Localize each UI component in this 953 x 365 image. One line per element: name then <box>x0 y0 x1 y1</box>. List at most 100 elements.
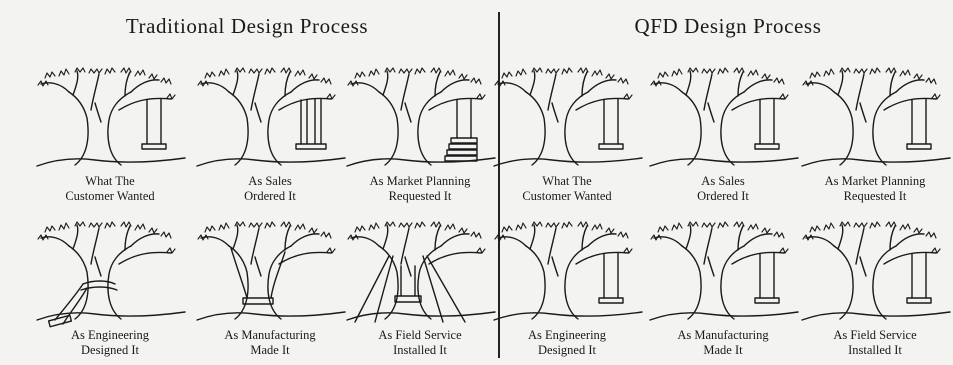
branch-right-up <box>889 71 896 97</box>
ground-line <box>36 311 186 321</box>
tree-swing-illustration <box>36 67 186 167</box>
swing-seat <box>450 137 478 144</box>
branch-left <box>497 236 527 247</box>
tree-trunk-left <box>378 91 399 166</box>
branch-left-up <box>529 70 536 96</box>
swing-seat <box>444 155 478 162</box>
tree-swing-illustration <box>649 67 799 167</box>
ground-line <box>196 311 346 321</box>
swing-rope <box>54 283 84 321</box>
ground-line <box>801 157 951 167</box>
swing-branch <box>428 97 482 111</box>
branch-center <box>250 227 260 265</box>
tree-trunk-right <box>267 91 292 166</box>
swing-branch <box>118 251 172 265</box>
tree-foliage <box>197 221 336 254</box>
tree-trunk-left <box>378 245 399 320</box>
tree-foliage <box>494 67 633 100</box>
branch-right <box>587 79 617 93</box>
traditional-panel-4: As Engineering Designed It <box>35 221 186 358</box>
branch-center <box>400 73 410 111</box>
tree-foliage <box>650 67 789 100</box>
swing-seat <box>295 143 327 150</box>
swing-branch <box>731 97 785 111</box>
traditional-panel-5: As Manufacturing Made It <box>195 221 346 358</box>
branch-right <box>587 233 617 247</box>
swing-seat <box>47 314 73 328</box>
swing-rope <box>230 247 248 299</box>
branch-right-up <box>434 225 441 251</box>
swing-branch <box>428 251 482 265</box>
traditional-panel-1: What The Customer Wanted <box>35 67 186 204</box>
ground-line <box>493 311 643 321</box>
branch-right-up <box>434 71 441 97</box>
branch-center <box>250 73 260 111</box>
tree-trunk-left <box>681 91 702 166</box>
branch-center <box>703 227 713 265</box>
branch-right <box>290 233 320 247</box>
qfd-panel-6: As Field Service Installed It <box>800 221 951 358</box>
swing-seat <box>446 149 478 156</box>
panel-caption-line1: As Sales <box>701 174 745 188</box>
swing-prop <box>426 255 466 323</box>
tree-bark-mark <box>404 102 412 123</box>
branch-right <box>743 233 773 247</box>
panel-caption-line1: As Manufacturing <box>677 328 769 342</box>
branch-left <box>200 236 230 247</box>
branch-left-up <box>382 224 389 250</box>
swing-branch <box>278 251 332 265</box>
tree-trunk-right <box>872 91 897 166</box>
ground-line <box>649 311 799 321</box>
swing-branch <box>575 251 629 265</box>
tree-swing-illustration <box>196 67 346 167</box>
panel-caption-line2: Installed It <box>848 343 902 357</box>
swing-seat <box>141 143 167 150</box>
swing-seat <box>754 143 780 150</box>
branch-left <box>350 236 380 247</box>
swing-seat <box>754 297 780 304</box>
ground-line <box>36 157 186 167</box>
tree-swing-illustration <box>801 221 951 321</box>
branch-left <box>805 236 835 247</box>
branch-right <box>743 79 773 93</box>
panel-caption-line2: Designed It <box>81 343 139 357</box>
branch-center <box>703 73 713 111</box>
panel-caption-line1: As Market Planning <box>824 174 926 188</box>
tree-foliage <box>347 67 486 100</box>
panel-caption-line2: Requested It <box>388 189 452 203</box>
branch-right <box>290 79 320 93</box>
swing-rope <box>62 287 88 325</box>
tree-swing-illustration <box>493 221 643 321</box>
branch-center <box>547 227 557 265</box>
branch-left <box>350 82 380 93</box>
panel-caption-line2: Customer Wanted <box>522 189 612 203</box>
panel-caption-line2: Made It <box>250 343 290 357</box>
panel-caption-line1: As Sales <box>248 174 292 188</box>
tree-swing-illustration <box>649 221 799 321</box>
swing-branch <box>883 97 937 111</box>
tree-trunk-right <box>720 245 745 320</box>
rope-wrap <box>80 286 118 291</box>
swing-prop <box>374 255 394 323</box>
branch-left-up <box>685 70 692 96</box>
tree-trunk-right <box>720 91 745 166</box>
tree-trunk-left <box>525 91 546 166</box>
tree-trunk-left <box>228 245 249 320</box>
branch-right-up <box>124 225 131 251</box>
tree-foliage <box>802 221 941 254</box>
swing-prop <box>422 255 444 323</box>
branch-right-up <box>124 71 131 97</box>
branch-left <box>40 82 70 93</box>
panel-caption-line1: As Manufacturing <box>224 328 316 342</box>
panel-caption-line2: Installed It <box>393 343 447 357</box>
swing-seat <box>906 297 932 304</box>
tree-foliage <box>494 221 633 254</box>
tree-bark-mark <box>859 256 867 277</box>
tree-swing-illustration <box>801 67 951 167</box>
swing-prop <box>354 255 390 323</box>
swing-seat <box>394 295 422 303</box>
branch-left-up <box>685 224 692 250</box>
branch-right <box>895 79 925 93</box>
tree-bark-mark <box>94 256 102 277</box>
branch-left-up <box>72 224 79 250</box>
